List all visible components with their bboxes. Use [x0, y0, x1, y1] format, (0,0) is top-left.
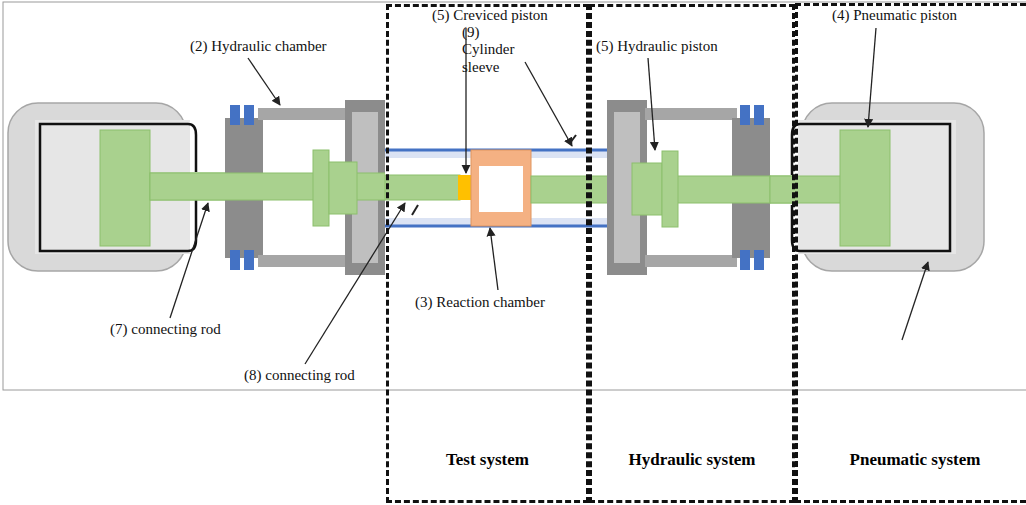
- region-title: Pneumatic system: [850, 450, 981, 500]
- part-callout: (9) Cylinder sleeve: [462, 24, 522, 76]
- region-title: Test system: [446, 450, 529, 500]
- part-callout: (4) Pneumatic piston: [832, 7, 957, 24]
- test-system-region: Test system: [386, 4, 589, 503]
- part-callout: (8) connecting rod: [244, 367, 355, 384]
- pneumatic-system-region: Pneumatic system: [795, 3, 1026, 503]
- part-callout: (3) Reaction chamber: [415, 294, 545, 311]
- part-callout: (7) connecting rod: [110, 321, 221, 338]
- part-callout: (5) Hydraulic piston: [596, 38, 718, 55]
- region-title: Hydraulic system: [628, 450, 755, 500]
- part-callout: (2) Hydraulic chamber: [190, 38, 327, 55]
- part-callout: (5) Creviced piston: [432, 7, 548, 24]
- hydraulic-system-region: Hydraulic system: [589, 4, 795, 503]
